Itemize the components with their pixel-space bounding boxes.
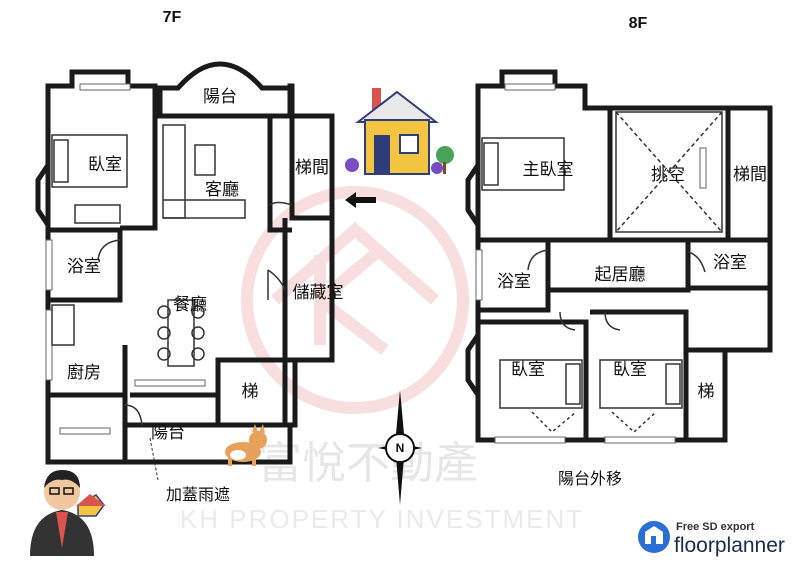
room-label-bathroom-8f-right: 浴室: [713, 253, 747, 273]
watermark-logo: [241, 186, 469, 414]
plan-8f: 主臥室 挑空 梯間 浴室 起居廳 浴室 臥室 臥室 梯: [465, 69, 773, 444]
compass-north-label: N: [396, 441, 405, 455]
compass-icon: N: [378, 390, 422, 505]
room-label-stairwell-8f: 梯間: [733, 165, 767, 185]
bed-8f-master: [481, 137, 565, 191]
room-label-void: 挑空: [651, 165, 685, 185]
canopy-note: 加蓋雨遮: [166, 485, 230, 504]
balcony-moved-out-note: 陽台外移: [558, 469, 622, 488]
room-label-storage-room: 儲藏室: [293, 283, 344, 303]
brand-product-name: floorplanner: [674, 534, 785, 557]
room-label-stairs: 梯: [242, 382, 259, 402]
house-icon: [345, 88, 454, 175]
room-label-bedroom-8f-left: 臥室: [511, 360, 545, 380]
room-label-bedroom-8f-right: 臥室: [613, 360, 647, 380]
door-arc: [97, 239, 121, 261]
bed-7f: [51, 134, 128, 188]
watermark-chinese: 富悅不動產: [258, 438, 478, 489]
desk-7f: [74, 204, 121, 224]
room-label-balcony-bottom: 陽台: [151, 423, 185, 443]
door-arc: [559, 311, 576, 331]
room-label-stairwell: 梯間: [295, 158, 329, 178]
dining-table-7f: [157, 299, 205, 367]
entrance-arrow-icon: [345, 192, 376, 208]
balcony-extension-lines: [531, 411, 657, 434]
watermark-english: KH PROPERTY INVESTMENT: [180, 504, 584, 534]
kitchen-counter-7f: [51, 304, 75, 346]
door-arc: [267, 269, 286, 300]
door-arc: [269, 201, 293, 206]
room-label-stairs-8f: 梯: [698, 382, 715, 402]
floor-title-7f: 7F: [163, 9, 182, 26]
floorplanner-logo-icon: [638, 521, 670, 553]
floor-title-8f: 8F: [629, 15, 648, 32]
agent-avatar-icon: [30, 470, 106, 556]
room-label-bedroom: 臥室: [88, 155, 122, 175]
room-label-balcony-top: 陽台: [203, 87, 237, 107]
room-label-master-bedroom: 主臥室: [523, 160, 574, 180]
brand-export-label: Free SD export: [676, 521, 755, 533]
sofa-7f: [162, 124, 246, 219]
plan-7f: 臥室 陽台 梯間 客廳 浴室 餐廳 儲藏室 廚房 梯 陽台: [35, 61, 344, 465]
room-label-kitchen: 廚房: [67, 362, 101, 383]
door-arc: [124, 404, 143, 426]
corgi-icon: [225, 424, 267, 466]
room-label-bathroom: 浴室: [67, 257, 101, 277]
room-label-dining-room: 餐廳: [173, 295, 207, 315]
bed-8f-right: [599, 359, 683, 409]
bed-8f-left: [499, 359, 583, 409]
door-arc: [687, 251, 706, 273]
door-arc: [604, 311, 621, 331]
door-arc: [527, 249, 549, 271]
room-label-living-room: 客廳: [205, 180, 239, 200]
room-label-bathroom-8f-left: 浴室: [497, 272, 531, 292]
room-label-family-room: 起居廳: [595, 265, 646, 285]
canopy-pointer: [149, 437, 159, 481]
